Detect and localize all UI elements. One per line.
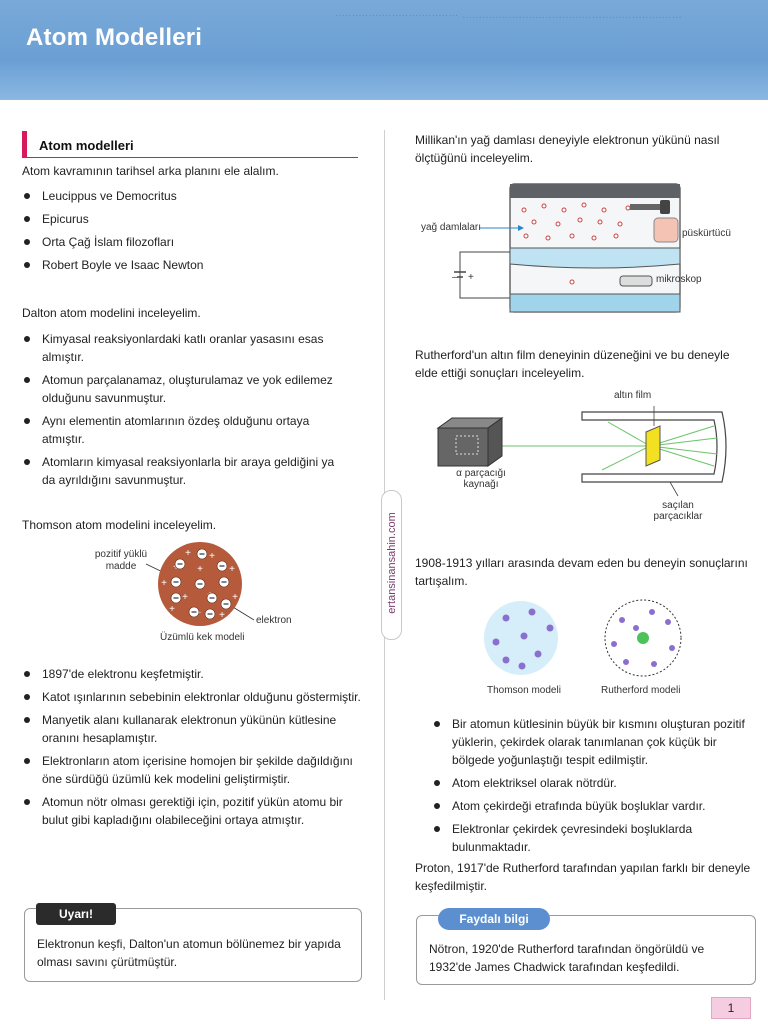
warning-tag: Uyarı!: [36, 903, 116, 925]
gold-foil: [645, 425, 661, 467]
rutherford-model-caption: Rutherford modeli: [601, 685, 681, 696]
upper-plate: [509, 247, 681, 269]
list-item: Aynı elementin atomlarının özdeş olduğun…: [22, 412, 344, 448]
minus-label: –: [452, 272, 458, 283]
svg-text:+: +: [161, 578, 167, 589]
svg-text:+: +: [229, 564, 235, 575]
results-list: Bir atomun kütlesinin büyük bir kısmını …: [432, 715, 754, 856]
list-item: Atomun parçalanamaz, oluşturulamaz ve yo…: [22, 371, 344, 407]
thomson-intro: Thomson atom modelini inceleyelim.: [22, 518, 217, 532]
dalton-list: Kimyasal reaksiyonlardaki katlı oranlar …: [22, 330, 344, 489]
svg-text:+: +: [232, 592, 238, 603]
rutherford-atom: [604, 599, 682, 677]
list-item: Katot ışınlarının sebebinin elektronlar …: [22, 688, 362, 706]
scattered-particles-label: saçılan parçacıklar: [653, 500, 703, 522]
circuit-wire: [459, 251, 510, 299]
header-banner: ····································· ··…: [0, 0, 768, 100]
plum-pudding-model-diagram: +++ +++ +++ +++ +: [145, 542, 255, 626]
heading-underline: [27, 157, 358, 158]
scattered-pointer: [669, 481, 679, 497]
millikan-intro: Millikan'ın yağ damlası deneyiyle elektr…: [415, 133, 720, 165]
sprayer-pump: [660, 200, 670, 214]
bleed-through-text: ·····································: [335, 10, 459, 21]
page-title: Atom Modelleri: [26, 24, 203, 51]
list-item: Kimyasal reaksiyonlardaki katlı oranlar …: [22, 330, 344, 366]
list-item: Elektronların atom içerisine homojen bir…: [22, 752, 362, 788]
plum-pudding-caption: Üzümlü kek modeli: [160, 632, 245, 643]
history-list: Leucippus ve Democritus Epicurus Orta Ça…: [22, 187, 352, 274]
list-item: Atom elektriksel olarak nötrdür.: [432, 774, 754, 792]
bleed-through-text: ········································…: [462, 12, 682, 23]
nucleus: [637, 632, 649, 644]
sprayer-bottle: [653, 217, 679, 243]
electron-label: elektron: [256, 615, 292, 626]
section-title: Atom modelleri: [39, 138, 134, 153]
list-item: Orta Çağ İslam filozofları: [22, 233, 352, 251]
apparatus-lid: [510, 184, 680, 198]
lower-plate: [509, 293, 681, 313]
list-item: Bir atomun kütlesinin büyük bir kısmını …: [432, 715, 754, 769]
list-item: Atomun nötr olması gerektiği için, pozit…: [22, 793, 362, 829]
svg-text:+: +: [209, 551, 215, 562]
discuss-intro: 1908-1913 yılları arasında devam eden bu…: [415, 556, 748, 588]
sprayer-nozzle: [630, 204, 660, 210]
list-item: Atomların kimyasal reaksiyonlarla bir ar…: [22, 453, 344, 489]
sprayer-label: püskürtücü: [682, 228, 731, 239]
gold-foil-experiment-diagram: [436, 406, 727, 497]
oil-drops-label: yağ damlaları: [420, 222, 482, 233]
atom-models-comparison-diagram: [484, 599, 682, 677]
positive-matter-label: pozitif yüklü madde: [94, 549, 148, 572]
info-text: Nötron, 1920'de Rutherford tarafından ön…: [429, 942, 705, 974]
arrow-icon: [518, 225, 524, 231]
thomson-list: 1897'de elektronu keşfetmiştir. Katot ış…: [22, 665, 362, 829]
list-item: Leucippus ve Democritus: [22, 187, 352, 205]
list-item: Manyetik alanı kullanarak elektronun yük…: [22, 711, 362, 747]
alpha-source-box: [437, 427, 489, 467]
side-url-text: ertansinansahin.com: [386, 512, 398, 614]
alpha-source-label: α parçacığı kaynağı: [456, 468, 506, 490]
side-url-tab: ertansinansahin.com: [381, 490, 402, 640]
svg-text:+: +: [219, 610, 225, 621]
list-item: 1897'de elektronu keşfetmiştir.: [22, 665, 362, 683]
dalton-intro: Dalton atom modelini inceleyelim.: [22, 306, 201, 320]
list-item: Elektronlar çekirdek çevresindeki boşluk…: [432, 820, 754, 856]
gold-film-label: altın film: [614, 390, 652, 401]
warning-text: Elektronun keşfi, Dalton'un atomun bölün…: [37, 937, 341, 969]
history-intro: Atom kavramının tarihsel arka planını el…: [22, 164, 279, 178]
svg-text:+: +: [182, 592, 188, 603]
proton-note: Proton, 1917'de Rutherford tarafından ya…: [415, 861, 751, 893]
microscope-tube: [619, 275, 653, 287]
microscope-label: mikroskop: [656, 274, 702, 285]
millikan-apparatus-diagram: [454, 183, 681, 313]
page-number: 1: [711, 997, 751, 1019]
section-heading: Atom modelleri: [22, 131, 358, 158]
heading-accent-bar: [22, 131, 27, 158]
svg-text:+: +: [169, 604, 175, 615]
plus-label: +: [468, 272, 474, 283]
rutherford-intro: Rutherford'un altın film deneyinin düzen…: [415, 348, 730, 380]
list-item: Robert Boyle ve Isaac Newton: [22, 256, 352, 274]
thomson-model-caption: Thomson modeli: [487, 685, 561, 696]
svg-text:+: +: [197, 564, 203, 575]
list-item: Epicurus: [22, 210, 352, 228]
info-tag: Faydalı bilgi: [438, 908, 550, 930]
svg-text:+: +: [185, 548, 191, 559]
list-item: Atom çekirdeği etrafında büyük boşluklar…: [432, 797, 754, 815]
detector-screen: [581, 411, 727, 483]
alpha-source-side: [487, 417, 503, 467]
